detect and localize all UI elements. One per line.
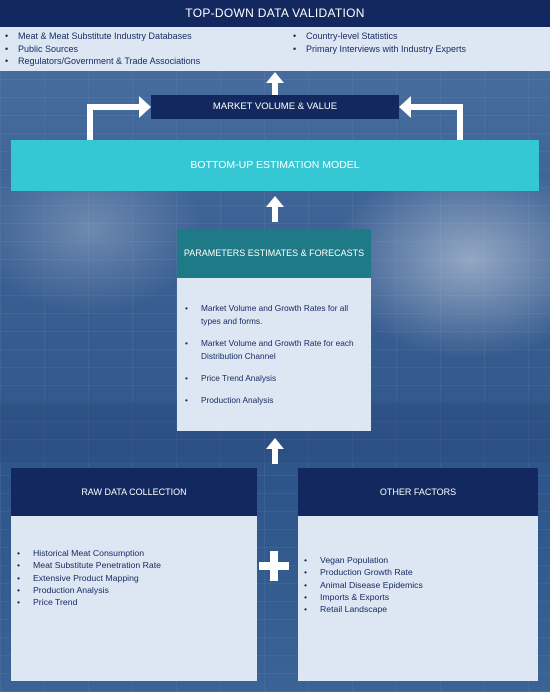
list-item: Price Trend Analysis	[177, 372, 371, 385]
arrow-up-low-shaft	[272, 447, 278, 464]
list-item: Retail Landscape	[298, 603, 423, 616]
raw-data-title: RAW DATA COLLECTION	[11, 468, 257, 516]
top-down-panel: Meat & Meat Substitute Industry Database…	[0, 27, 550, 71]
parameters-panel: Market Volume and Growth Rates for all t…	[177, 278, 371, 431]
arrow-right-elbow-horizontal	[409, 104, 463, 110]
list-item: Production Analysis	[177, 394, 371, 407]
other-factors-list: Vegan Population Production Growth Rate …	[298, 554, 423, 616]
list-item: Vegan Population	[298, 554, 423, 567]
list-item: Regulators/Government & Trade Associatio…	[0, 55, 200, 68]
list-item: Public Sources	[0, 43, 200, 56]
bottom-up-box: BOTTOM-UP ESTIMATION MODEL	[11, 140, 539, 191]
list-item: Meat & Meat Substitute Industry Database…	[0, 30, 200, 43]
arrow-up-low-head	[266, 438, 284, 449]
list-item: Meat Substitute Penetration Rate	[11, 559, 161, 572]
arrow-left-elbow-horizontal	[87, 104, 141, 110]
arrow-left-elbow-head	[139, 96, 151, 118]
arrow-left-elbow-vertical	[87, 107, 93, 140]
list-item: Imports & Exports	[298, 591, 423, 604]
list-item: Production Analysis	[11, 584, 161, 597]
arrow-up-top-head	[266, 72, 284, 83]
list-item: Price Trend	[11, 596, 161, 609]
top-down-header: TOP-DOWN DATA VALIDATION	[0, 0, 550, 27]
parameters-title: PARAMETERS ESTIMATES & FORECASTS	[177, 229, 371, 278]
list-item: Country-level Statistics	[288, 30, 466, 43]
arrow-up-mid-head	[266, 196, 284, 207]
market-volume-box: MARKET VOLUME & VALUE	[151, 95, 399, 119]
list-item: Extensive Product Mapping	[11, 572, 161, 585]
arrow-up-top-shaft	[272, 82, 278, 95]
top-down-right-list: Country-level Statistics Primary Intervi…	[288, 30, 466, 55]
parameters-list: Market Volume and Growth Rates for all t…	[177, 302, 371, 416]
list-item: Market Volume and Growth Rate for each D…	[177, 337, 371, 363]
list-item: Historical Meat Consumption	[11, 547, 161, 560]
arrow-right-elbow-vertical	[457, 107, 463, 140]
list-item: Primary Interviews with Industry Experts	[288, 43, 466, 56]
other-factors-title: OTHER FACTORS	[298, 468, 538, 516]
list-item: Animal Disease Epidemics	[298, 579, 423, 592]
list-item: Production Growth Rate	[298, 566, 423, 579]
raw-data-list: Historical Meat Consumption Meat Substit…	[11, 547, 161, 609]
plus-icon	[259, 551, 289, 581]
arrow-right-elbow-head	[399, 96, 411, 118]
arrow-up-mid-shaft	[272, 205, 278, 222]
list-item: Market Volume and Growth Rates for all t…	[177, 302, 371, 328]
raw-data-panel: Historical Meat Consumption Meat Substit…	[11, 516, 257, 681]
top-down-left-list: Meat & Meat Substitute Industry Database…	[0, 30, 200, 68]
other-factors-panel: Vegan Population Production Growth Rate …	[298, 516, 538, 681]
